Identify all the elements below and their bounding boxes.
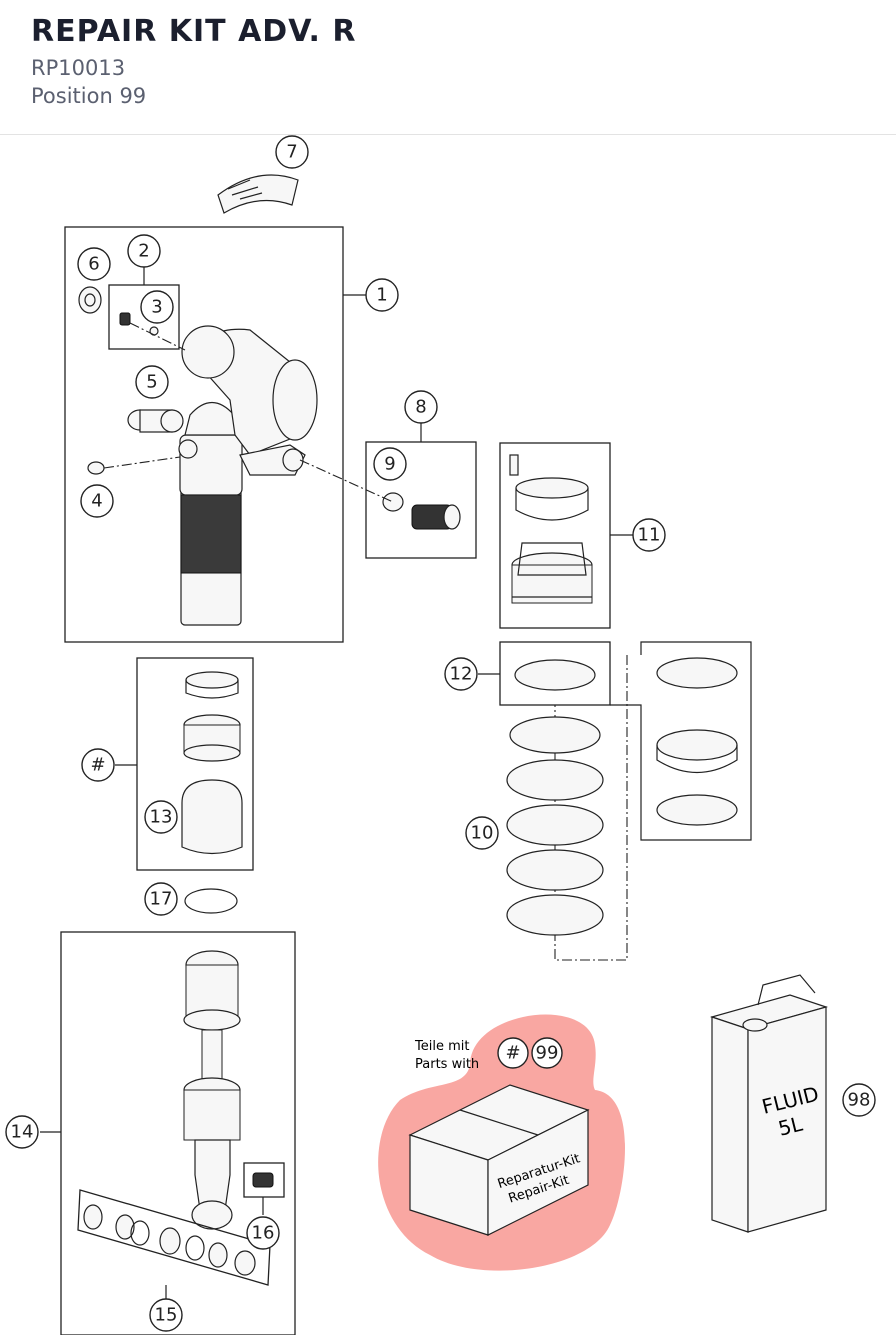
svg-text:16: 16 (252, 1223, 275, 1244)
svg-text:13: 13 (150, 807, 173, 828)
svg-text:2: 2 (138, 241, 149, 262)
svg-text:#: # (90, 755, 105, 776)
shock-body-part (178, 325, 318, 626)
page-title: REPAIR KIT ADV. R (31, 14, 357, 49)
bushing-part (127, 409, 184, 433)
part-number: RP10013 (31, 56, 126, 80)
box-valve-insert (243, 1162, 285, 1198)
callout-12[interactable]: 12 (444, 657, 478, 691)
callout-17[interactable]: 17 (144, 882, 178, 916)
snap-ring-part (184, 888, 238, 914)
callout-9[interactable]: 9 (373, 447, 407, 481)
callout-15[interactable]: 15 (149, 1298, 183, 1332)
box-shock-body (64, 226, 344, 643)
preload-part (509, 454, 593, 604)
callout-1[interactable]: 1 (365, 278, 399, 312)
callout-4[interactable]: 4 (80, 484, 114, 518)
callout-98[interactable]: 98 (842, 1083, 876, 1117)
svg-text:7: 7 (286, 142, 297, 163)
svg-text:8: 8 (415, 397, 426, 418)
callout-hash[interactable]: # (81, 748, 115, 782)
svg-text:10: 10 (471, 823, 494, 844)
callout-10[interactable]: 10 (465, 816, 499, 850)
svg-text:3: 3 (151, 297, 162, 318)
box-piston-kit (136, 657, 254, 871)
callout-99[interactable]: 99 (531, 1037, 563, 1069)
piston-kit-parts (181, 671, 243, 855)
shim-stack-parts (83, 1204, 256, 1276)
spring-seat-parts (656, 657, 738, 826)
svg-text:4: 4 (91, 491, 102, 512)
svg-text:99: 99 (536, 1043, 559, 1064)
callout-16[interactable]: 16 (246, 1216, 280, 1250)
repair-kit-box (408, 1084, 590, 1236)
callout-7[interactable]: 7 (275, 135, 309, 169)
exploded-parts-diagram: Reparatur-Kit Repair-Kit Teile mit Parts… (5, 135, 876, 1335)
decal-part (217, 174, 299, 214)
svg-text:98: 98 (848, 1090, 871, 1111)
svg-text:15: 15 (155, 1305, 178, 1326)
svg-text:11: 11 (638, 525, 661, 546)
box-shim-stack (77, 1189, 271, 1286)
callout-8[interactable]: 8 (404, 390, 438, 424)
fluid-can-part (709, 974, 829, 1233)
box-piston-rod (60, 931, 296, 1335)
spring-part (506, 716, 604, 936)
svg-text:14: 14 (11, 1122, 34, 1143)
adjuster-part (382, 492, 461, 530)
svg-text:12: 12 (450, 664, 473, 685)
callout-6[interactable]: 6 (77, 247, 111, 281)
callout-2[interactable]: 2 (127, 234, 161, 268)
callout-3[interactable]: 3 (140, 290, 174, 324)
bolt-part (87, 461, 105, 475)
svg-text:#: # (505, 1043, 520, 1064)
kit-note-line2: Parts with (415, 1057, 479, 1072)
callout-kit-hash[interactable]: # (497, 1037, 529, 1069)
svg-text:9: 9 (384, 454, 395, 475)
svg-text:1: 1 (376, 285, 387, 306)
callout-14[interactable]: 14 (5, 1115, 39, 1149)
svg-text:17: 17 (150, 889, 173, 910)
callout-5[interactable]: 5 (135, 365, 169, 399)
callout-13[interactable]: 13 (144, 800, 178, 834)
position-label: Position 99 (31, 84, 147, 108)
piston-rod-part (183, 950, 241, 1230)
seal-part (78, 286, 102, 314)
callout-11[interactable]: 11 (632, 518, 666, 552)
header: REPAIR KIT ADV. R RP10013 Position 99 (0, 0, 896, 135)
svg-text:5: 5 (146, 372, 157, 393)
kit-note-line1: Teile mit (414, 1039, 469, 1054)
svg-text:6: 6 (88, 254, 99, 275)
